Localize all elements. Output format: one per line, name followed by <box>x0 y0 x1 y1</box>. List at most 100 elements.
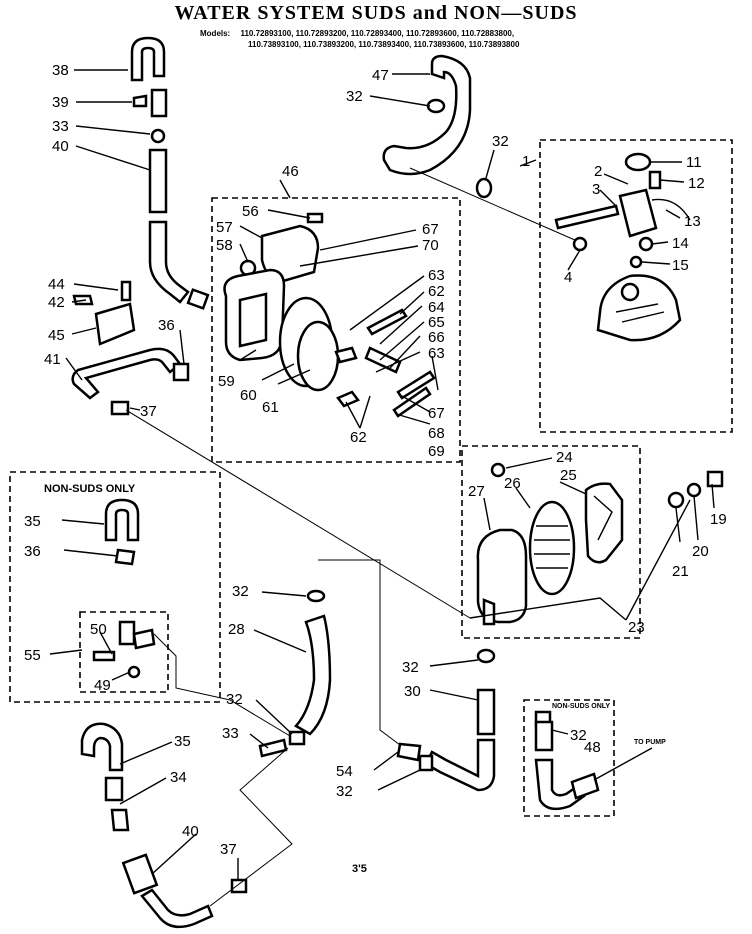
callout-20: 20 <box>692 543 709 560</box>
valve-body-57 <box>260 224 320 284</box>
callout-labels: 38 39 33 40 44 42 45 41 36 37 46 56 57 5… <box>24 62 727 858</box>
hose-40-lower <box>121 853 159 895</box>
callout-48: 48 <box>584 739 601 756</box>
callout-59: 59 <box>218 373 235 390</box>
callout-63: 63 <box>428 267 445 284</box>
hose-48 <box>534 720 554 752</box>
leader-32-diag <box>409 167 585 245</box>
group-46-box <box>211 197 461 463</box>
callout-68: 68 <box>428 425 445 442</box>
diaphragm-61 <box>296 320 340 392</box>
leader-lines <box>49 69 715 880</box>
leader-37-lower <box>209 747 293 907</box>
nut-49 <box>127 665 141 679</box>
callout-32-center-lower: 32 <box>226 691 243 708</box>
callout-50: 50 <box>90 621 107 638</box>
pump-inlet <box>570 772 600 800</box>
callout-41: 41 <box>44 351 61 368</box>
callout-1: 1 <box>522 153 530 170</box>
callout-32-right-mid: 32 <box>402 659 419 676</box>
non-suds-small-label: NON-SUDS ONLY <box>552 703 610 710</box>
callout-45: 45 <box>48 327 65 344</box>
screw-56 <box>306 212 324 224</box>
group-23-box <box>461 445 641 639</box>
frame-25-detail <box>593 495 613 541</box>
callout-24: 24 <box>556 449 573 466</box>
callout-55: 55 <box>24 647 41 664</box>
clamp-36-nonsuds <box>114 548 136 566</box>
callout-35-nonsuds: 35 <box>24 513 41 530</box>
callout-33: 33 <box>52 118 69 135</box>
hose-35-lower <box>80 722 124 772</box>
to-pump-label: TO PUMP <box>634 739 666 746</box>
callout-63-b: 63 <box>428 345 445 362</box>
wire-13 <box>651 198 691 221</box>
housing-59-inner <box>238 292 268 348</box>
callout-32-pump: 32 <box>570 727 587 744</box>
callout-32-center: 32 <box>232 583 249 600</box>
callout-49: 49 <box>94 677 111 694</box>
washer-20 <box>686 482 702 498</box>
callout-21: 21 <box>672 563 689 580</box>
callout-32-top: 32 <box>346 88 363 105</box>
callout-4: 4 <box>564 269 572 286</box>
fitting-12 <box>648 170 662 190</box>
long-leader-37 <box>125 409 471 619</box>
callout-12: 12 <box>688 175 705 192</box>
callout-23: 23 <box>628 619 645 636</box>
hose-40-left <box>148 148 168 214</box>
cover-27-spout <box>482 598 496 626</box>
callout-54: 54 <box>336 763 353 780</box>
fitting-36-top <box>186 288 210 310</box>
non-suds-only-label: NON-SUDS ONLY <box>44 483 136 495</box>
callout-44: 44 <box>48 276 65 293</box>
fitting-34 <box>110 808 130 832</box>
callout-33-lower: 33 <box>222 725 239 742</box>
clamp-37-lower <box>230 878 248 894</box>
hose-40-bend <box>140 888 214 929</box>
callout-56: 56 <box>242 203 259 220</box>
callout-2: 2 <box>594 163 602 180</box>
callout-40: 40 <box>52 138 69 155</box>
callout-32-right: 32 <box>492 133 509 150</box>
spring-62 <box>334 346 358 364</box>
part-39 <box>150 88 168 118</box>
hose-section-lower <box>148 220 190 304</box>
washer-21 <box>667 491 685 509</box>
non-suds-pump-box <box>523 699 615 817</box>
hose-38 <box>130 36 166 82</box>
models-line-1: 110.72893100, 110.72893200, 110.72893400… <box>240 29 515 38</box>
screw-55 <box>92 650 116 662</box>
hose-35-nonsuds <box>104 498 140 542</box>
callout-37-lower: 37 <box>220 841 237 858</box>
callout-46: 46 <box>282 163 299 180</box>
hose-30 <box>476 688 496 736</box>
callout-47: 47 <box>372 67 389 84</box>
callout-35-lower: 35 <box>174 733 191 750</box>
callout-11: 11 <box>686 154 702 171</box>
callout-62-b: 62 <box>350 429 367 446</box>
bracket-45 <box>94 302 136 346</box>
callout-67: 67 <box>422 221 439 238</box>
non-suds-box <box>9 471 221 703</box>
screen-26 <box>528 500 576 596</box>
callout-14: 14 <box>672 235 689 252</box>
valve-body-1 <box>618 188 658 238</box>
diagram-title: WATER SYSTEM SUDS and NON—SUDS <box>174 2 578 24</box>
hose-41 <box>71 347 182 400</box>
pin-62-lower <box>336 390 360 408</box>
callout-66: 66 <box>428 329 445 346</box>
models-label: Models: <box>200 29 231 38</box>
fitting-54 <box>396 742 422 762</box>
callout-37: 37 <box>140 403 157 420</box>
pump-housing-detail <box>615 303 665 323</box>
callout-57: 57 <box>216 219 233 236</box>
clamp-32-lower <box>288 730 306 746</box>
callout-58: 58 <box>216 237 233 254</box>
hose-34 <box>104 776 124 802</box>
callout-25: 25 <box>560 467 577 484</box>
clip-24 <box>490 462 506 478</box>
pin-67 <box>396 370 436 400</box>
pin-15 <box>629 255 643 269</box>
